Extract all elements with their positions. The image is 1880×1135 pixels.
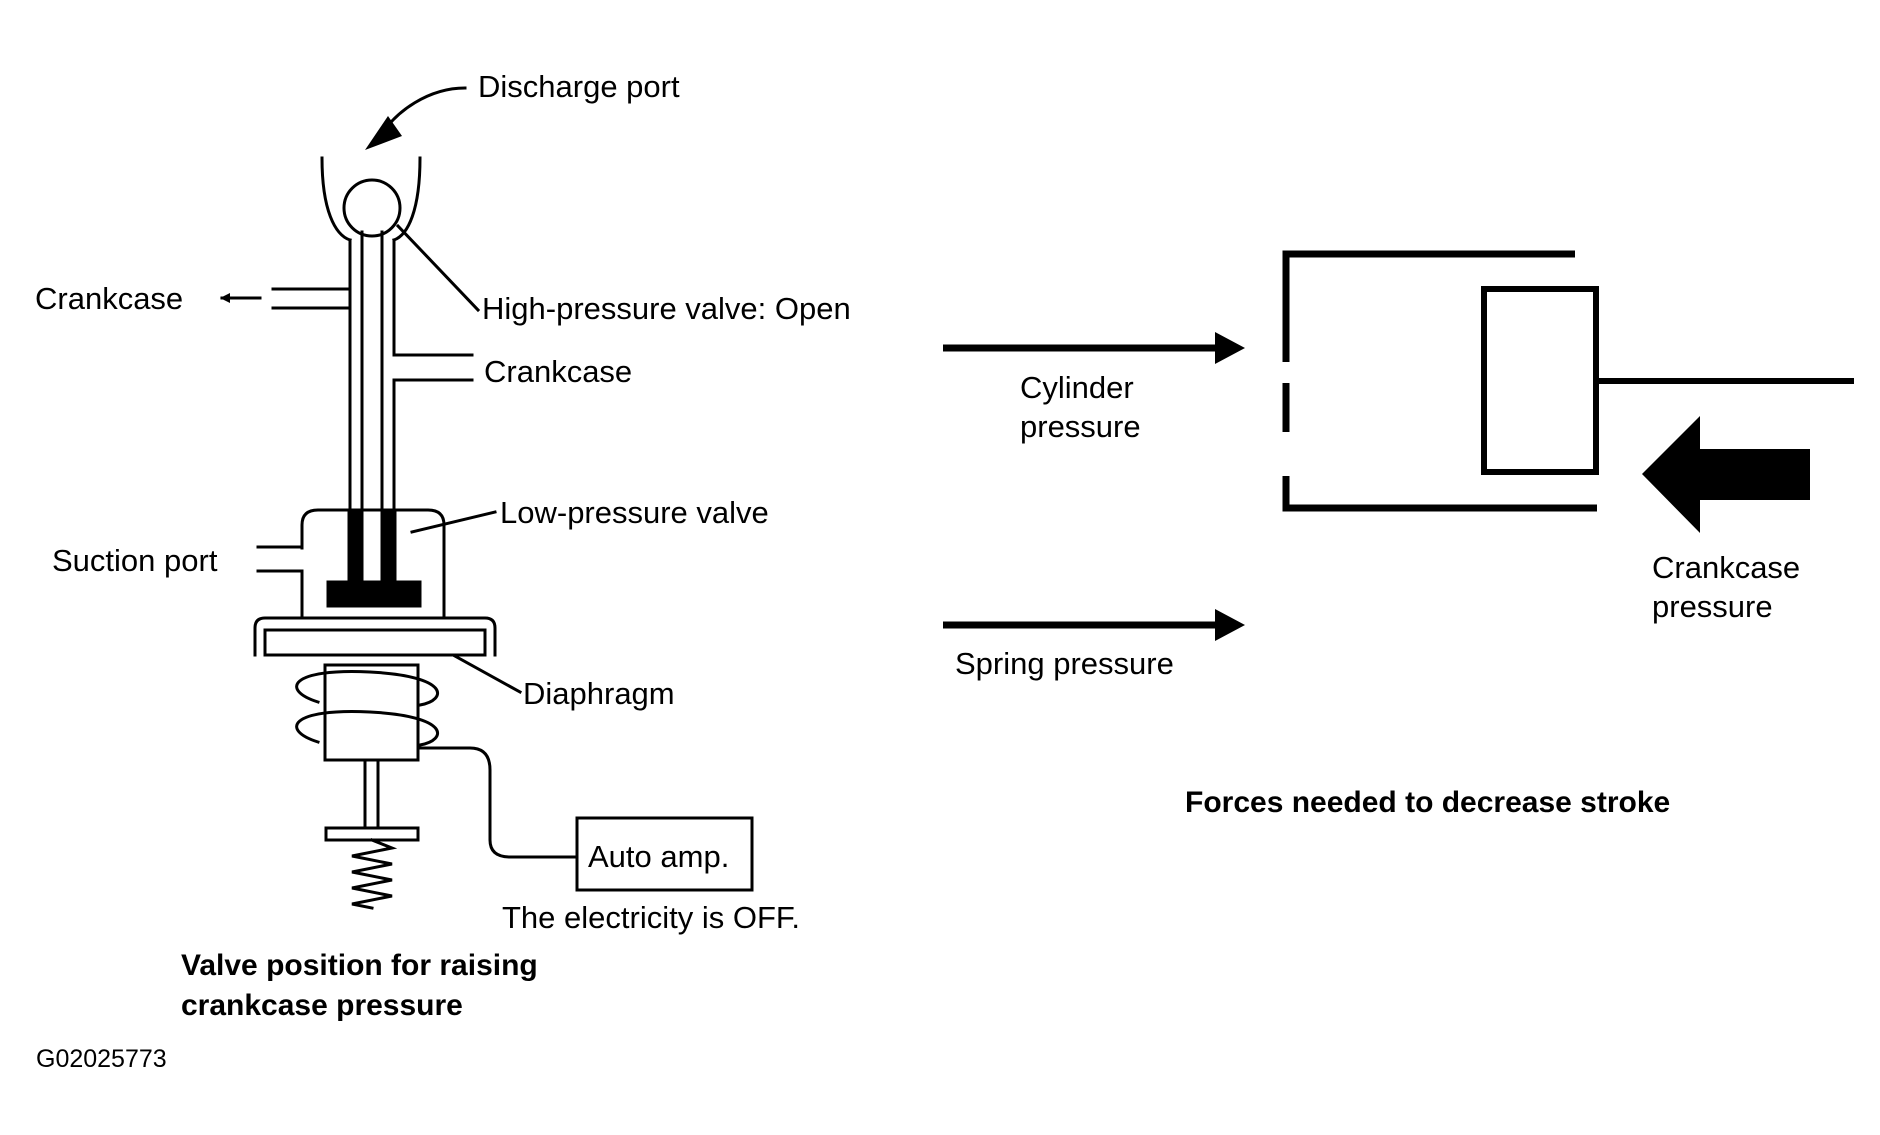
spring-pressure-arrowhead xyxy=(1215,609,1245,641)
spring-seat xyxy=(324,826,420,842)
high-pressure-valve-ball xyxy=(342,178,402,238)
control-valve-drawing xyxy=(220,86,754,910)
low-pressure-chamber xyxy=(300,508,446,620)
diaphragm-housing xyxy=(253,616,497,657)
low-pressure-valve-seat xyxy=(326,580,422,608)
suction-port-passage xyxy=(256,545,304,620)
cylinder-wall-bottom xyxy=(1282,476,1597,512)
spring xyxy=(351,838,398,910)
suction-port-label: Suction port xyxy=(52,543,218,578)
crankcase-right-label: Crankcase xyxy=(484,354,632,389)
auto-amp-wire xyxy=(416,746,579,859)
low-pressure-valve-left xyxy=(347,510,362,584)
cylinder-pressure-label-line2: pressure xyxy=(1020,409,1141,444)
piston xyxy=(1481,286,1599,475)
discharge-port-label: Discharge port xyxy=(478,69,680,104)
high-pressure-valve-label: High-pressure valve: Open xyxy=(482,291,851,326)
diaphragm xyxy=(263,628,487,657)
crankcase-left-label: Crankcase xyxy=(35,281,183,316)
crankcase-pressure-arrow xyxy=(1642,416,1810,533)
diaphragm-label: Diaphragm xyxy=(523,676,675,711)
right-caption: Forces needed to decrease stroke xyxy=(1185,786,1670,819)
crankcase-pressure-label-line1: Crankcase xyxy=(1652,550,1800,585)
cylinder-pressure-arrowhead xyxy=(1215,332,1245,364)
high-pressure-valve-leader xyxy=(395,223,481,313)
figure-id: G02025773 xyxy=(36,1045,167,1073)
solenoid-coil xyxy=(295,670,439,747)
piston-forces-drawing xyxy=(943,250,1854,641)
discharge-port-arrowhead xyxy=(365,116,402,150)
cylinder-pressure-label-line1: Cylinder xyxy=(1020,370,1134,405)
low-pressure-valve-right xyxy=(382,510,397,584)
low-pressure-valve-label: Low-pressure valve xyxy=(500,495,769,530)
spring-pressure-label: Spring pressure xyxy=(955,646,1174,681)
left-caption-line2: crankcase pressure xyxy=(181,989,463,1022)
cylinder-wall-top xyxy=(1282,250,1575,362)
auto-amp-label: Auto amp. xyxy=(588,839,729,874)
diaphragm-leader xyxy=(452,653,523,695)
discharge-cup xyxy=(320,156,422,242)
crankcase-pressure-label-line2: pressure xyxy=(1652,589,1773,624)
low-pressure-valve-leader xyxy=(410,510,497,534)
auto-amp-box xyxy=(575,816,754,892)
electricity-status-label: The electricity is OFF. xyxy=(502,900,800,935)
left-caption-line1: Valve position for raising xyxy=(181,949,538,982)
